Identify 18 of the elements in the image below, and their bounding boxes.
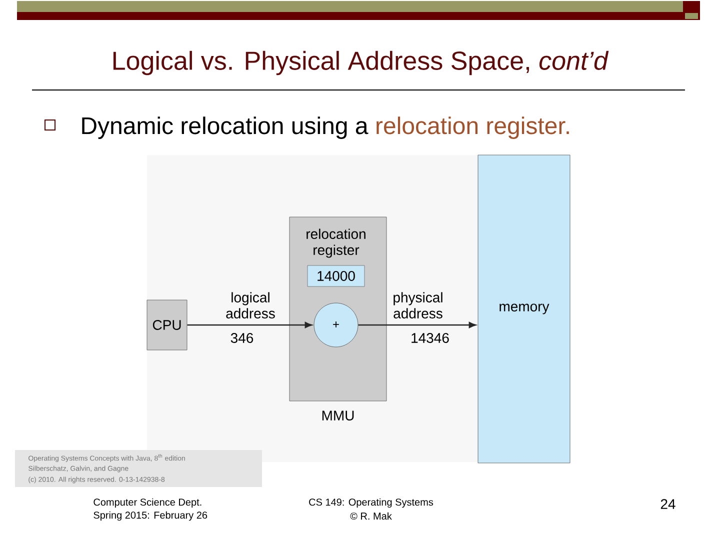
node-label: MMU bbox=[322, 410, 354, 420]
footer-text: © R. Mak bbox=[350, 512, 392, 520]
page-number: 24 bbox=[660, 499, 676, 509]
bullet-text: Dynamic relocation using a relocation register. bbox=[82, 116, 569, 139]
edge-label: physical address bbox=[394, 292, 442, 318]
memory-box: memory bbox=[478, 154, 570, 464]
cpu-box: CPU bbox=[146, 300, 188, 350]
value-label: 346 bbox=[230, 333, 254, 343]
register-box: 14000 relocation register bbox=[306, 228, 366, 287]
edge-label: logical address bbox=[226, 292, 275, 318]
value-label: 14346 bbox=[412, 333, 449, 343]
footer-text: CS 149: Operating Systems bbox=[309, 498, 434, 508]
title: Logical vs. Physical Address Space, cont’d bbox=[113, 50, 609, 76]
node-label: relocation register bbox=[306, 228, 366, 258]
footer-text: Computer Science Dept. bbox=[94, 498, 202, 508]
arrow bbox=[358, 322, 476, 328]
footer-text: Spring 2015: February 26 bbox=[94, 511, 208, 521]
arrow bbox=[187, 322, 312, 328]
